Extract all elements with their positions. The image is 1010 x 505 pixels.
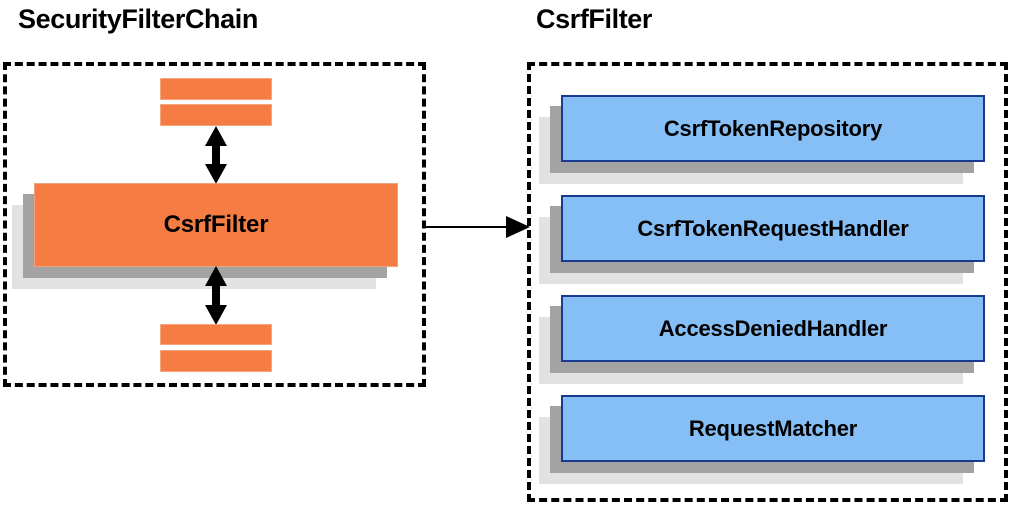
arrow-up-icon xyxy=(204,126,228,184)
csrf-token-request-handler-box: CsrfTokenRequestHandler xyxy=(539,195,985,284)
arrow-down-icon xyxy=(204,266,228,325)
access-denied-handler-label: AccessDeniedHandler xyxy=(561,295,985,362)
csrf-token-repository-box: CsrfTokenRepository xyxy=(539,95,985,184)
access-denied-handler-box: AccessDeniedHandler xyxy=(539,295,985,384)
request-matcher-box: RequestMatcher xyxy=(539,395,985,484)
zoom-in-arrow-icon xyxy=(422,213,530,241)
csrf-filter-box: CsrfFilter xyxy=(12,183,398,289)
csrf-token-repository-label: CsrfTokenRepository xyxy=(561,95,985,162)
csrf-filter-panel xyxy=(527,62,1008,502)
filter-bar-bottom-2 xyxy=(160,350,272,372)
request-matcher-label: RequestMatcher xyxy=(561,395,985,462)
security-filter-chain-panel xyxy=(3,62,426,387)
security-filter-chain-title: SecurityFilterChain xyxy=(18,4,258,34)
filter-bar-top-2 xyxy=(160,104,272,126)
csrf-filter-box-label: CsrfFilter xyxy=(34,183,398,267)
csrf-token-request-handler-label: CsrfTokenRequestHandler xyxy=(561,195,985,262)
filter-bar-bottom-1 xyxy=(160,324,272,345)
filter-bar-top-1 xyxy=(160,78,272,100)
csrf-filter-title: CsrfFilter xyxy=(536,4,653,34)
